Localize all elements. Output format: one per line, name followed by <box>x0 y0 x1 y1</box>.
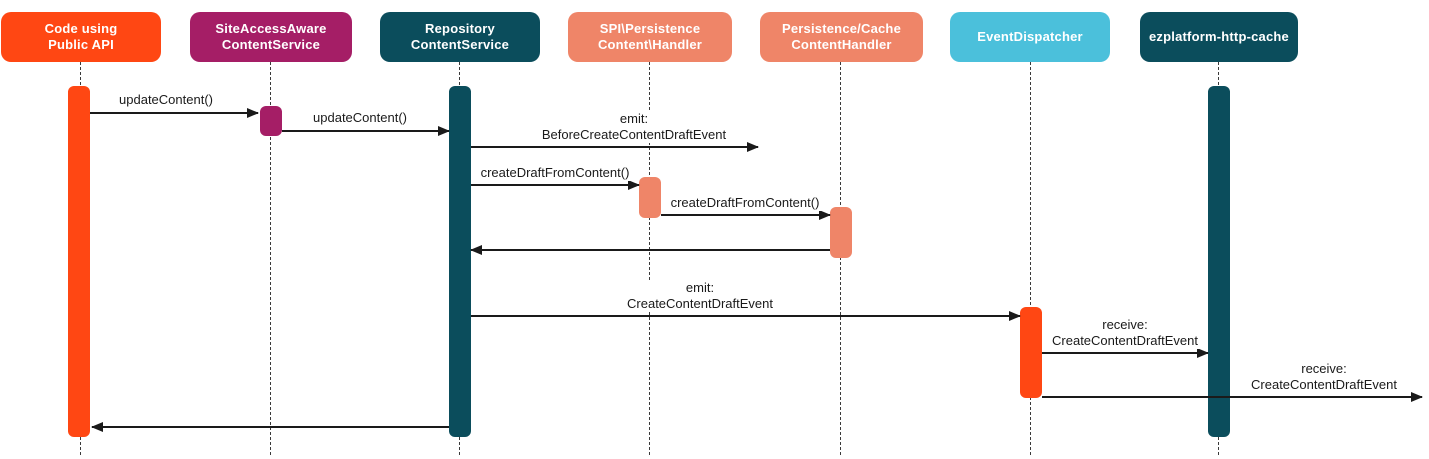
activation-siteaccess-aware-contentservice <box>260 106 282 136</box>
participant-repository-contentservice: Repository ContentService <box>380 12 540 62</box>
message-label-receive-event-2: receive: CreateContentDraftEvent <box>1248 361 1400 393</box>
message-label-createdraft-1: createDraftFromContent() <box>477 165 633 181</box>
lifeline-spi-persistence-content-handler <box>649 62 650 455</box>
participant-ezplatform-http-cache: ezplatform-http-cache <box>1140 12 1298 62</box>
message-label-emit-create-event: emit: CreateContentDraftEvent <box>624 280 776 312</box>
message-arrow-10-return <box>92 426 449 428</box>
activation-code-using-public-api <box>68 86 90 437</box>
activation-event-dispatcher <box>1020 307 1042 398</box>
lifeline-persistence-cache-contenthandler <box>840 62 841 455</box>
message-arrow-2-updatecontent <box>282 130 449 132</box>
lifeline-event-dispatcher <box>1030 62 1031 455</box>
message-arrow-5-createdraft <box>661 214 830 216</box>
message-label-receive-event-1: receive: CreateContentDraftEvent <box>1049 317 1201 349</box>
message-label-updatecontent-2: updateContent() <box>310 110 410 126</box>
activation-persistence-cache-contenthandler <box>830 207 852 258</box>
message-arrow-6-return <box>471 249 830 251</box>
message-label-createdraft-2: createDraftFromContent() <box>667 195 823 211</box>
message-label-updatecontent-1: updateContent() <box>116 92 216 108</box>
participant-persistence-cache-contenthandler: Persistence/Cache ContentHandler <box>760 12 923 62</box>
participant-event-dispatcher: EventDispatcher <box>950 12 1110 62</box>
participant-code-using-public-api: Code using Public API <box>1 12 161 62</box>
activation-ezplatform-http-cache <box>1208 86 1230 437</box>
lifeline-siteaccess-aware-contentservice <box>270 62 271 455</box>
message-arrow-8-receive-event <box>1042 352 1208 354</box>
activation-spi-persistence-content-handler <box>639 177 661 218</box>
activation-repository-contentservice <box>449 86 471 437</box>
message-arrow-1-updatecontent <box>90 112 258 114</box>
message-arrow-7-emit-create-event <box>471 315 1020 317</box>
message-arrow-4-createdraft <box>471 184 639 186</box>
message-label-emit-before-event: emit: BeforeCreateContentDraftEvent <box>538 111 730 143</box>
participant-spi-persistence-content-handler: SPI\Persistence Content\Handler <box>568 12 732 62</box>
message-arrow-9-receive-event <box>1042 396 1422 398</box>
participant-siteaccess-aware-contentservice: SiteAccessAware ContentService <box>190 12 352 62</box>
message-arrow-3-emit-before-event <box>471 146 758 148</box>
